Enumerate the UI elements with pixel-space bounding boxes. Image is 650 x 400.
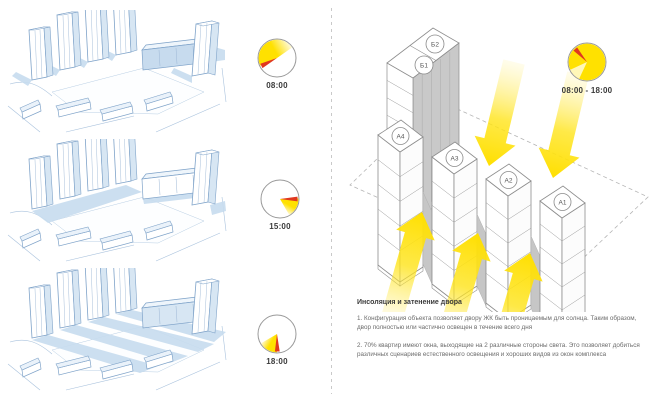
site-sketch-1800 (7, 268, 227, 391)
clock-icon-1800 (257, 314, 297, 354)
sun-arrow (382, 212, 435, 312)
note-paragraph: 2. 70% квартир имеют окна, выходящие на … (357, 341, 640, 359)
notes-heading: Инсоляция и затенение двора (357, 299, 462, 306)
notes: Инсоляция и затенение двора 1. Конфигура… (357, 299, 649, 368)
clock-range-label: 08:00 - 18:00 (561, 86, 613, 95)
clock-hand (260, 58, 277, 69)
clock-time-label: 18:00 (266, 357, 288, 366)
building-label: Б1 (420, 62, 428, 69)
note-paragraph: 1. Конфигурация объекта позволяет двору … (357, 315, 637, 332)
sun-arrow (474, 59, 525, 166)
building-label: А1 (559, 199, 567, 206)
building-label: А3 (451, 155, 459, 162)
clock-icon-0800 (257, 38, 297, 78)
building-label: А4 (397, 133, 405, 140)
building-label: А2 (505, 177, 513, 184)
clock-icon-0800-1800 (567, 42, 607, 82)
sun-arrow (501, 253, 543, 312)
panel-divider (331, 8, 332, 394)
clock-hand (274, 334, 280, 352)
clock-hand (573, 47, 587, 62)
clock-time-label: 15:00 (269, 222, 291, 231)
site-sketch-0800 (7, 10, 227, 133)
site-sketch-1500 (7, 139, 227, 262)
sun-arrow (443, 233, 491, 312)
clock-time-label: 08:00 (266, 81, 288, 90)
sun-arrow (538, 71, 589, 178)
clock-icon-1500 (260, 179, 300, 219)
clock-hand (280, 196, 298, 202)
building-label: Б2 (431, 41, 439, 48)
tower-a1: А1 (539, 185, 586, 312)
